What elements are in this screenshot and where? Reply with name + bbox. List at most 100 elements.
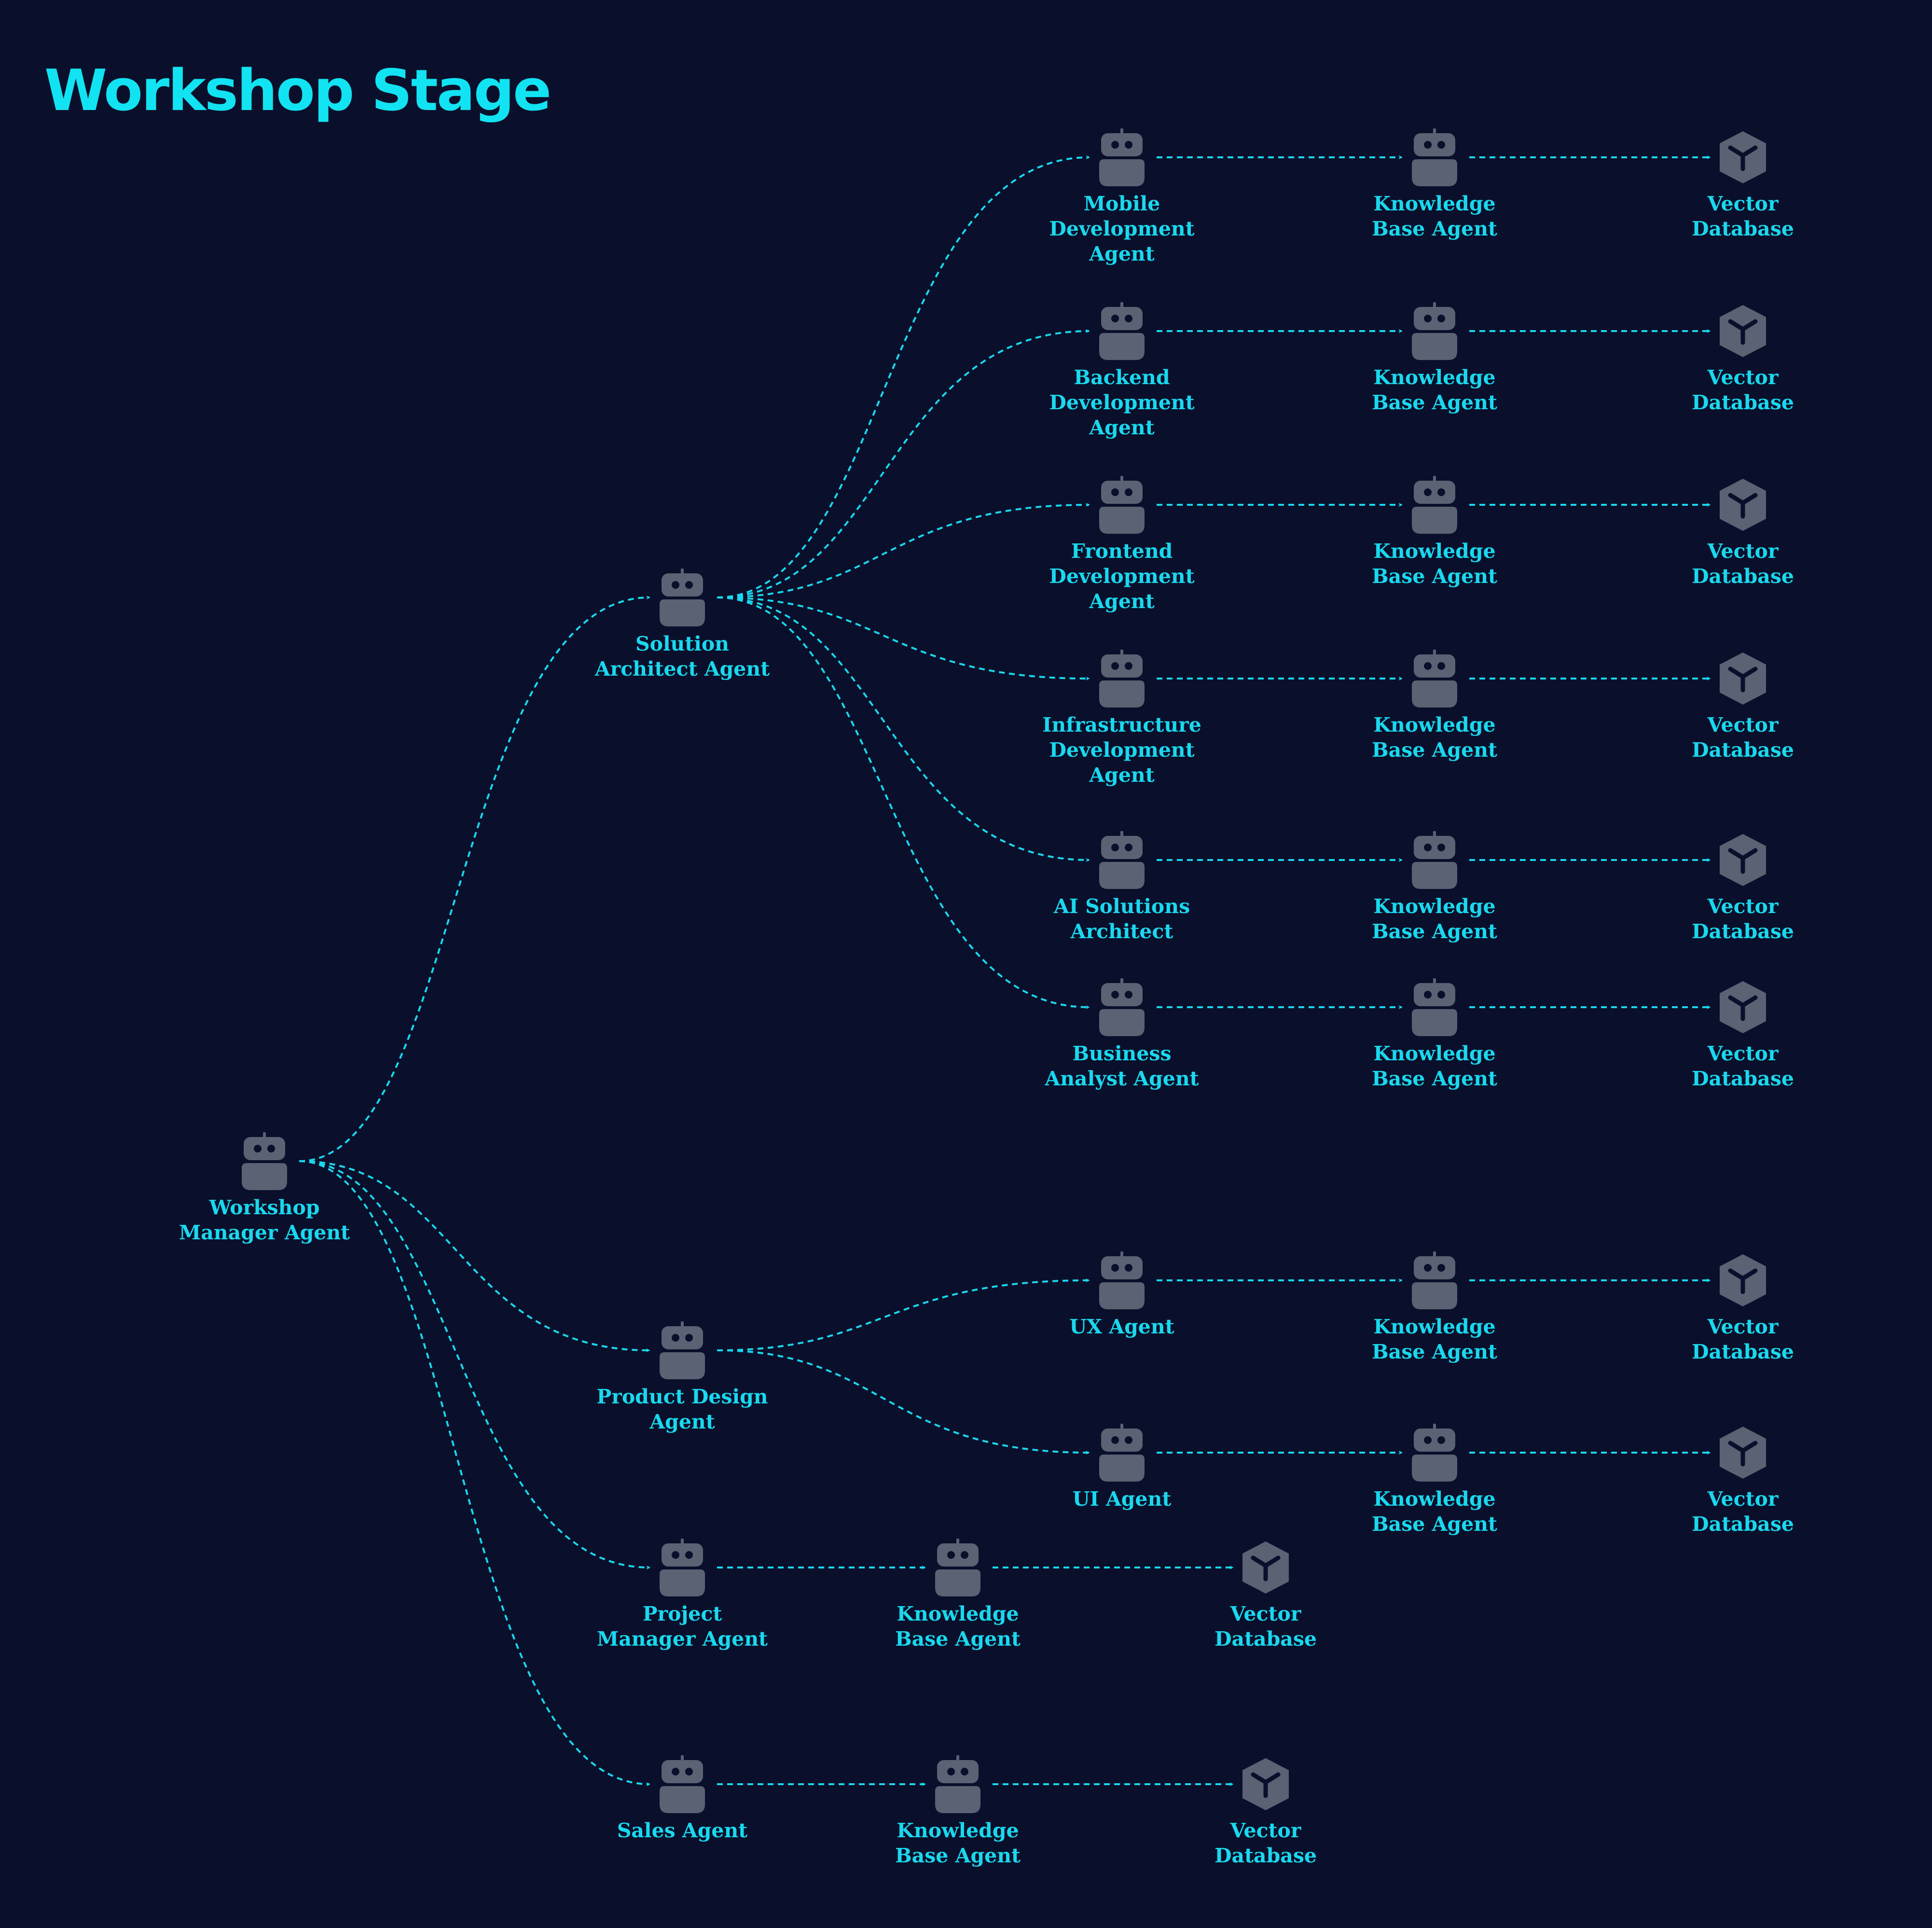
robot-icon — [1412, 128, 1457, 186]
robot-icon — [1412, 302, 1457, 360]
node-solution: Solution Architect Agent — [581, 568, 784, 681]
node-ai: AI Solutions Architect — [1021, 830, 1223, 944]
node-label: Mobile Development Agent — [1049, 192, 1195, 265]
node-kb-ui: Knowledge Base Agent — [1333, 1423, 1536, 1537]
node-label: Vector Database — [1691, 366, 1794, 414]
node-label: Vector Database — [1691, 192, 1794, 240]
node-ux: UX Agent — [1021, 1250, 1223, 1339]
database-cube-icon — [1242, 1758, 1289, 1810]
database-cube-icon — [1720, 479, 1766, 531]
node-label: Product Design Agent — [596, 1385, 768, 1433]
node-vdb-frontend: Vector Database — [1642, 475, 1844, 589]
database-cube-icon — [1720, 981, 1766, 1033]
robot-icon — [1099, 1251, 1145, 1309]
node-kb-mobile: Knowledge Base Agent — [1333, 127, 1536, 241]
robot-icon — [935, 1539, 980, 1596]
node-label: Knowledge Base Agent — [1372, 540, 1497, 588]
node-vdb-ui: Vector Database — [1642, 1423, 1844, 1537]
node-label: Vector Database — [1691, 895, 1794, 943]
node-vdb-pm: Vector Database — [1164, 1538, 1367, 1651]
database-cube-icon — [1720, 305, 1766, 357]
robot-icon — [660, 1321, 705, 1379]
node-label: Sales Agent — [617, 1819, 748, 1842]
node-label: Vector Database — [1691, 1315, 1794, 1363]
node-ba: Business Analyst Agent — [1021, 977, 1223, 1091]
node-vdb-ai: Vector Database — [1642, 830, 1844, 944]
node-vdb-backend: Vector Database — [1642, 301, 1844, 415]
robot-icon — [1412, 978, 1457, 1036]
node-label: Business Analyst Agent — [1045, 1042, 1199, 1090]
node-label: Knowledge Base Agent — [895, 1819, 1021, 1867]
robot-icon — [1412, 476, 1457, 534]
node-sales: Sales Agent — [581, 1754, 784, 1843]
database-cube-icon — [1720, 131, 1766, 183]
node-vdb-ba: Vector Database — [1642, 977, 1844, 1091]
node-vdb-sales: Vector Database — [1164, 1754, 1367, 1868]
node-ui: UI Agent — [1021, 1423, 1223, 1512]
node-kb-ux: Knowledge Base Agent — [1333, 1250, 1536, 1364]
node-workshop: Workshop Manager Agent — [163, 1131, 366, 1245]
robot-icon — [1099, 128, 1145, 186]
node-label: UX Agent — [1069, 1315, 1174, 1338]
node-frontend: Frontend Development Agent — [1021, 475, 1223, 614]
node-label: Knowledge Base Agent — [1372, 366, 1497, 414]
robot-icon — [1099, 831, 1145, 889]
node-kb-ba: Knowledge Base Agent — [1333, 977, 1536, 1091]
node-mobile: Mobile Development Agent — [1021, 127, 1223, 266]
node-kb-sales: Knowledge Base Agent — [856, 1754, 1059, 1868]
robot-icon — [1099, 1424, 1145, 1482]
edge-workshop-to-pm — [299, 1160, 650, 1569]
robot-icon — [242, 1132, 287, 1190]
node-label: Vector Database — [1691, 540, 1794, 588]
edge-solution-to-mobile — [717, 155, 1090, 598]
page-title: Workshop Stage — [44, 57, 552, 124]
edge-solution-to-backend — [717, 329, 1090, 598]
robot-icon — [1412, 1424, 1457, 1482]
node-label: Workshop Manager Agent — [179, 1196, 350, 1244]
edge-workshop-to-solution — [299, 596, 650, 1162]
node-label: Knowledge Base Agent — [1372, 1487, 1497, 1536]
robot-icon — [1412, 1251, 1457, 1309]
robot-icon — [1099, 302, 1145, 360]
node-kb-pm: Knowledge Base Agent — [856, 1538, 1059, 1651]
node-label: Vector Database — [1691, 1487, 1794, 1536]
edge-product-to-ui — [717, 1349, 1090, 1455]
node-label: Solution Architect Agent — [594, 632, 770, 680]
node-kb-frontend: Knowledge Base Agent — [1333, 475, 1536, 589]
robot-icon — [660, 569, 705, 626]
robot-icon — [660, 1539, 705, 1596]
node-label: Knowledge Base Agent — [1372, 713, 1497, 762]
node-product: Product Design Agent — [581, 1320, 784, 1434]
node-label: Vector Database — [1214, 1602, 1317, 1651]
edge-product-to-ux — [717, 1278, 1090, 1351]
node-pm: Project Manager Agent — [581, 1538, 784, 1651]
node-backend: Backend Development Agent — [1021, 301, 1223, 440]
node-label: Vector Database — [1691, 713, 1794, 762]
node-kb-infra: Knowledge Base Agent — [1333, 649, 1536, 763]
robot-icon — [1412, 650, 1457, 707]
node-label: Frontend Development Agent — [1049, 540, 1195, 613]
database-cube-icon — [1242, 1541, 1289, 1594]
node-label: Project Manager Agent — [596, 1602, 768, 1651]
database-cube-icon — [1720, 1427, 1766, 1479]
edge-solution-to-infra — [717, 596, 1090, 680]
edge-solution-to-ba — [717, 596, 1090, 1009]
node-label: Infrastructure Development Agent — [1042, 713, 1201, 787]
node-label: Vector Database — [1691, 1042, 1794, 1090]
node-infra: Infrastructure Development Agent — [1021, 649, 1223, 788]
node-label: Backend Development Agent — [1049, 366, 1195, 439]
robot-icon — [660, 1755, 705, 1813]
node-label: Vector Database — [1214, 1819, 1317, 1867]
node-label: Knowledge Base Agent — [1372, 192, 1497, 240]
edge-solution-to-ai — [717, 596, 1090, 862]
robot-icon — [1099, 650, 1145, 707]
node-label: AI Solutions Architect — [1053, 895, 1190, 943]
database-cube-icon — [1720, 1254, 1766, 1306]
node-vdb-mobile: Vector Database — [1642, 127, 1844, 241]
node-vdb-infra: Vector Database — [1642, 649, 1844, 763]
robot-icon — [935, 1755, 980, 1813]
robot-icon — [1099, 978, 1145, 1036]
node-label: UI Agent — [1072, 1487, 1172, 1511]
